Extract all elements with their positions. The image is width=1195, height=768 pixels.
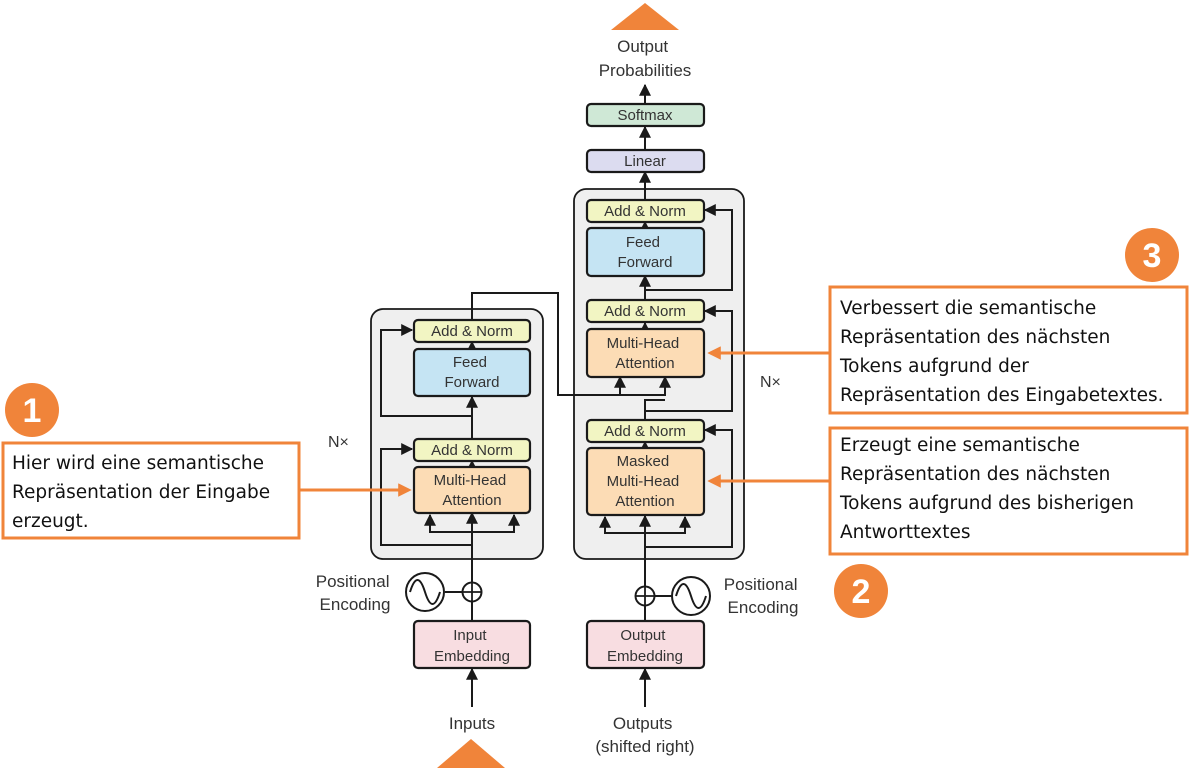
- callout-3-badge: [1125, 228, 1179, 282]
- encoder-stack: [370, 308, 544, 560]
- output-embedding-label: Output Embedding: [607, 627, 683, 665]
- encoder-repeat-label: N×: [328, 434, 349, 451]
- decoder-add-norm-2: [585, 298, 706, 324]
- decoder-add-norm-3: [585, 198, 706, 224]
- encoder-add-norm-1: [412, 437, 532, 463]
- softmax-label: Softmax: [617, 107, 673, 124]
- input-embedding-label: Input Embedding: [434, 627, 510, 665]
- callout-1-text: Hier wird eine semantische Repräsentatio…: [12, 453, 276, 532]
- decoder-masked-attention-label: Masked Multi-Head Attention: [607, 453, 684, 510]
- decoder-add-norm-2-label: Add & Norm: [604, 303, 686, 320]
- decoder-add-norm-1: [585, 418, 706, 444]
- decoder-feed-forward: [585, 226, 706, 278]
- input-embedding-block: [412, 619, 532, 670]
- encoder-multi-head-attention-label: Multi-Head Attention: [434, 472, 511, 509]
- encoder-add-norm-1-label: Add & Norm: [431, 442, 513, 459]
- encoder-add-norm-2: [412, 318, 532, 344]
- linear-block: [585, 148, 706, 174]
- callout-3: 3 Verbessert die semantische Repräsentat…: [707, 228, 1189, 415]
- output-probabilities-label: Output Probabilities: [599, 37, 692, 80]
- decoder-add-icon: [634, 585, 656, 607]
- softmax-block: [585, 102, 706, 128]
- decoder-masked-attention: [585, 446, 706, 517]
- decoder-feed-forward-label: Feed Forward: [617, 234, 672, 271]
- callout-3-number: 3: [1143, 237, 1162, 275]
- decoder-multi-head-attention-label: Multi-Head Attention: [607, 335, 684, 372]
- output-embedding-block: [585, 619, 706, 670]
- callout-3-box: [828, 285, 1189, 415]
- decoder-positional-encoding: [671, 576, 711, 616]
- callout-1-number: 1: [23, 392, 42, 430]
- decoder-multi-head-attention: [585, 327, 706, 379]
- decoder-add-norm-1-label: Add & Norm: [604, 423, 686, 440]
- linear-label: Linear: [624, 153, 666, 170]
- outputs-label: Outputs (shifted right): [595, 714, 694, 756]
- encoder-add-norm-2-label: Add & Norm: [431, 323, 513, 340]
- encoder-positional-encoding: [405, 572, 445, 612]
- bottom-triangle-marker: [437, 739, 505, 768]
- decoder-positional-encoding-label: Positional Encoding: [724, 575, 802, 617]
- encoder-multi-head-attention: [412, 465, 532, 515]
- callout-2-text: Erzeugt eine semantische Repräsentation …: [839, 435, 1140, 543]
- callout-1: 1 Hier wird eine semantische Repräsentat…: [1, 383, 412, 540]
- callout-1-box: [1, 441, 301, 540]
- decoder-repeat-label: N×: [760, 374, 781, 391]
- encoder-feed-forward-label: Feed Forward: [444, 354, 499, 391]
- callout-1-badge: [5, 383, 59, 437]
- callout-3-text: Verbessert die semantische Repräsentatio…: [839, 298, 1164, 406]
- top-triangle-marker: [611, 3, 679, 30]
- inputs-label: Inputs: [449, 714, 495, 733]
- connections: [380, 83, 733, 707]
- callout-2-box: [828, 426, 1189, 556]
- callout-2-badge: [834, 564, 888, 618]
- callout-2: Erzeugt eine semantische Repräsentation …: [707, 426, 1189, 618]
- encoder-positional-encoding-label: Positional Encoding: [316, 572, 394, 614]
- callout-2-number: 2: [852, 573, 871, 611]
- decoder-add-norm-3-label: Add & Norm: [604, 203, 686, 220]
- encoder-feed-forward: [412, 347, 532, 398]
- encoder-add-icon: [461, 581, 483, 603]
